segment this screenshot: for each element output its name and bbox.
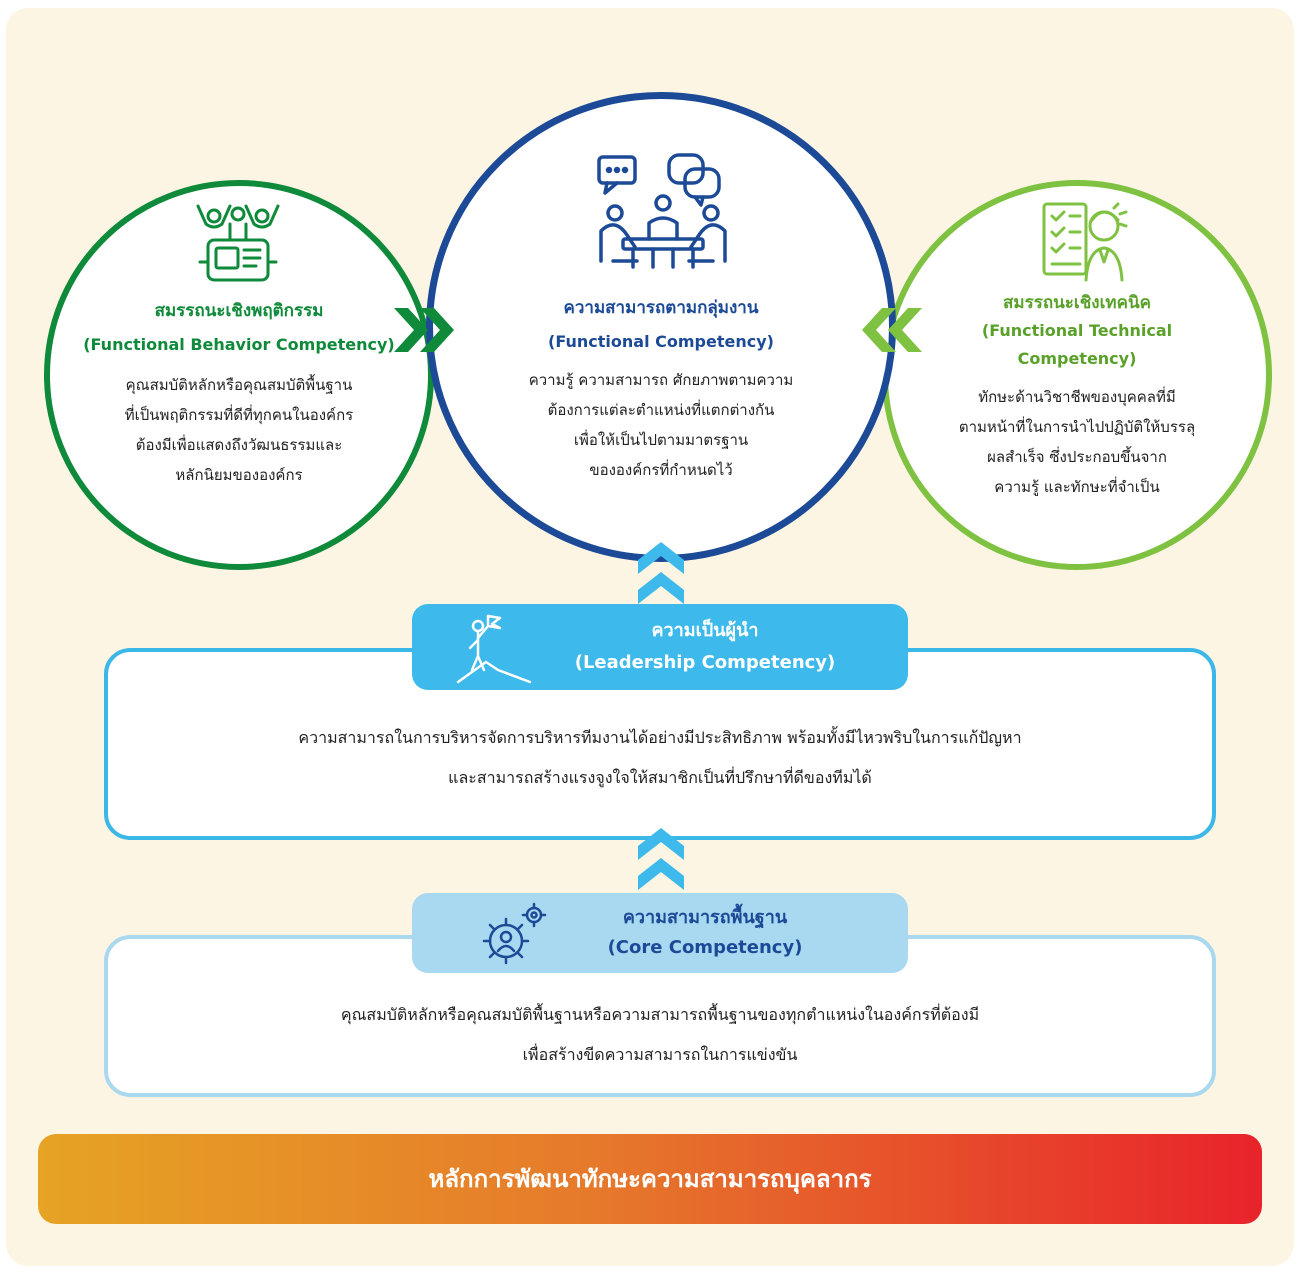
leadership-header: ความเป็นผู้นำ (Leadership Competency) <box>412 604 908 690</box>
technical-subtitle-line-1: (Functional Technical <box>981 321 1173 340</box>
functional-title: ความสามารถตามกลุ่มงาน <box>563 298 759 318</box>
engineer-checklist-icon <box>1042 202 1128 282</box>
technical-desc-line-2: ตามหน้าที่ในการนำไปปฏิบัติให้บรรลุ <box>958 418 1196 436</box>
functional-subtitle: (Functional Competency) <box>548 332 774 351</box>
behavior-desc-line-2: ที่เป็นพฤติกรรมที่ดีที่ทุกคนในองค์กร <box>124 406 354 424</box>
leadership-subtitle: (Leadership Competency) <box>574 652 836 673</box>
functional-desc-line-2: ต้องการแต่ละตำแหน่งที่แตกต่างกัน <box>547 401 775 419</box>
functional-competency-circle: ความสามารถตามกลุ่มงาน (Functional Compet… <box>426 92 896 562</box>
technical-title: สมรรถนะเชิงเทคนิค <box>1003 293 1151 313</box>
behavior-title: สมรรถนะเชิงพฤติกรรม <box>154 301 324 321</box>
functional-desc-line-3: เพื่อให้เป็นไปตามมาตรฐาน <box>573 431 749 449</box>
functional-desc-line-4: ขององค์กรที่กำหนดไว้ <box>589 461 733 479</box>
behavior-competency-circle: สมรรถนะเชิงพฤติกรรม (Functional Behavior… <box>44 180 434 570</box>
behavior-desc-line-1: คุณสมบัติหลักหรือคุณสมบัติพื้นฐาน <box>125 376 353 394</box>
meeting-discussion-icon <box>597 153 727 269</box>
chevron-left-icon <box>862 308 922 352</box>
behavior-desc-line-4: หลักนิยมขององค์กร <box>175 466 303 484</box>
chevron-right-icon <box>394 308 454 352</box>
core-subtitle: (Core Competency) <box>607 937 803 958</box>
chevron-up-icon-2 <box>638 828 684 890</box>
technical-subtitle-line-2: Competency) <box>1017 349 1137 368</box>
technical-desc-line-4: ความรู้ และทักษะที่จำเป็น <box>994 478 1160 496</box>
leadership-title: ความเป็นผู้นำ <box>651 620 759 641</box>
team-cheer-icon <box>196 204 280 282</box>
behavior-subtitle: (Functional Behavior Competency) <box>83 335 395 354</box>
core-title: ความสามารถพื้นฐาน <box>622 907 788 928</box>
technical-competency-circle: สมรรถนะเชิงเทคนิค (Functional Technical … <box>882 180 1272 570</box>
technical-desc-line-1: ทักษะด้านวิชาชีพของบุคคลที่มี <box>978 388 1176 406</box>
functional-desc-line-1: ความรู้ ความสามารถ ศักยภาพตามความ <box>528 371 794 389</box>
core-header: ความสามารถพื้นฐาน (Core Competency) <box>412 893 908 973</box>
gear-person-icon <box>482 902 547 965</box>
behavior-desc-line-3: ต้องมีเพื่อแสดงถึงวัฒนธรรมและ <box>135 436 343 454</box>
footer-banner: หลักการพัฒนาทักษะความสามารถบุคลากร <box>38 1134 1262 1224</box>
footer-title: หลักการพัฒนาทักษะความสามารถบุคลากร <box>428 1165 872 1193</box>
leader-flag-icon <box>456 614 532 684</box>
leadership-desc-line-1: ความสามารถในการบริหารจัดการบริหารทีมงานไ… <box>298 728 1022 747</box>
technical-desc-line-3: ผลสำเร็จ ซึ่งประกอบขึ้นจาก <box>987 448 1167 466</box>
chevron-up-icon <box>638 542 684 604</box>
core-desc-line-1: คุณสมบัติหลักหรือคุณสมบัติพื้นฐานหรือควา… <box>340 1005 980 1024</box>
core-desc-line-2: เพื่อสร้างขีดความสามารถในการแข่งขัน <box>522 1045 798 1064</box>
leadership-desc-line-2: และสามารถสร้างแรงจูงใจให้สมาชิกเป็นที่ปร… <box>448 768 872 787</box>
